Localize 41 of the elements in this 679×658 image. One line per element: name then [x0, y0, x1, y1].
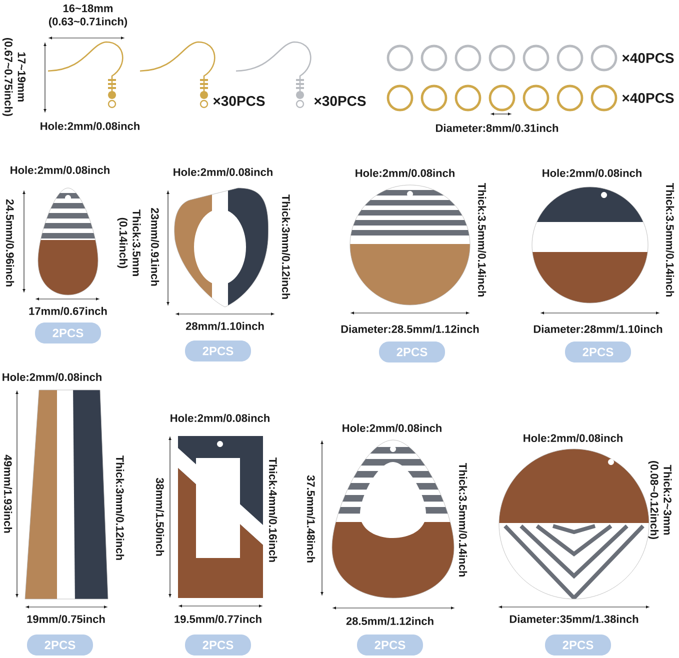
- dimension-label: Hole:2mm/0.08inch: [2, 372, 102, 382]
- dimension-label: 17~19mm (0.67~0.75inch): [2, 38, 26, 116]
- dimension-label: 38mm/1.50inch: [156, 478, 164, 556]
- dimension-label: Hole:2mm/0.08inch: [40, 122, 140, 130]
- quantity-label: ×40PCS: [622, 93, 674, 103]
- dimension-label: Thick:3.5mm (0.14inch): [117, 210, 141, 276]
- dimension-label: Hole:2mm/0.08inch: [542, 168, 642, 178]
- dimension-label: 49mm/1.93inch: [4, 454, 12, 533]
- quantity-label: ×30PCS: [213, 96, 265, 106]
- dimension-label: Hole:2mm/0.08inch: [170, 414, 270, 422]
- dimension-label: 24.5mm/0.96inch: [6, 199, 14, 286]
- dimension-label: Thick:3.5mm/0.14inch: [666, 182, 674, 296]
- dimension-label: Hole:2mm/0.08inch: [356, 168, 454, 178]
- quantity-badge: 2PCS: [545, 634, 611, 656]
- dimension-label: Thick:3mm/0.12inch: [116, 456, 124, 560]
- dimension-label: 28mm/1.10inch: [186, 322, 264, 330]
- dimension-label: Thick:2~3mm (0.08~0.12inch): [648, 460, 672, 540]
- dimension-label: 37.5mm/1.48inch: [306, 475, 316, 562]
- dimension-label: 19.5mm/0.77inch: [174, 614, 262, 624]
- quantity-badge: 2PCS: [379, 342, 445, 362]
- dimension-label: Thick:3.5mm/0.14inch: [478, 182, 486, 296]
- dimension-label: Diameter:35mm/1.38inch: [510, 614, 638, 624]
- quantity-badge: 2PCS: [27, 634, 93, 656]
- quantity-badge: 2PCS: [185, 340, 251, 362]
- dimension-label: 16~18mm (0.63~0.71inch): [48, 4, 128, 28]
- dimension-label: Diameter:8mm/0.31inch: [436, 124, 558, 132]
- quantity-badge: 2PCS: [357, 634, 423, 656]
- dimension-label: Thick:3mm/0.12inch: [282, 194, 290, 299]
- dimension-label: Hole:2mm/0.08inch: [10, 166, 110, 174]
- dimension-label: 19mm/0.75inch: [27, 614, 105, 624]
- dimension-label: 23mm/0.91inch: [150, 208, 160, 286]
- dimension-label: Thick:4mm/0.16inch: [268, 458, 278, 562]
- dimension-label: Thick:3.5mm/0.14inch: [458, 462, 468, 576]
- quantity-badge: 2PCS: [565, 342, 631, 362]
- dimension-label: Hole:2mm/0.08inch: [524, 434, 622, 442]
- dimension-label: Hole:2mm/0.08inch: [342, 424, 442, 432]
- quantity-badge: 2PCS: [35, 322, 101, 344]
- quantity-label: ×30PCS: [314, 96, 366, 106]
- quantity-badge: 2PCS: [185, 634, 251, 656]
- quantity-label: ×40PCS: [622, 53, 674, 63]
- dimension-label: Hole:2mm/0.08inch: [174, 168, 272, 176]
